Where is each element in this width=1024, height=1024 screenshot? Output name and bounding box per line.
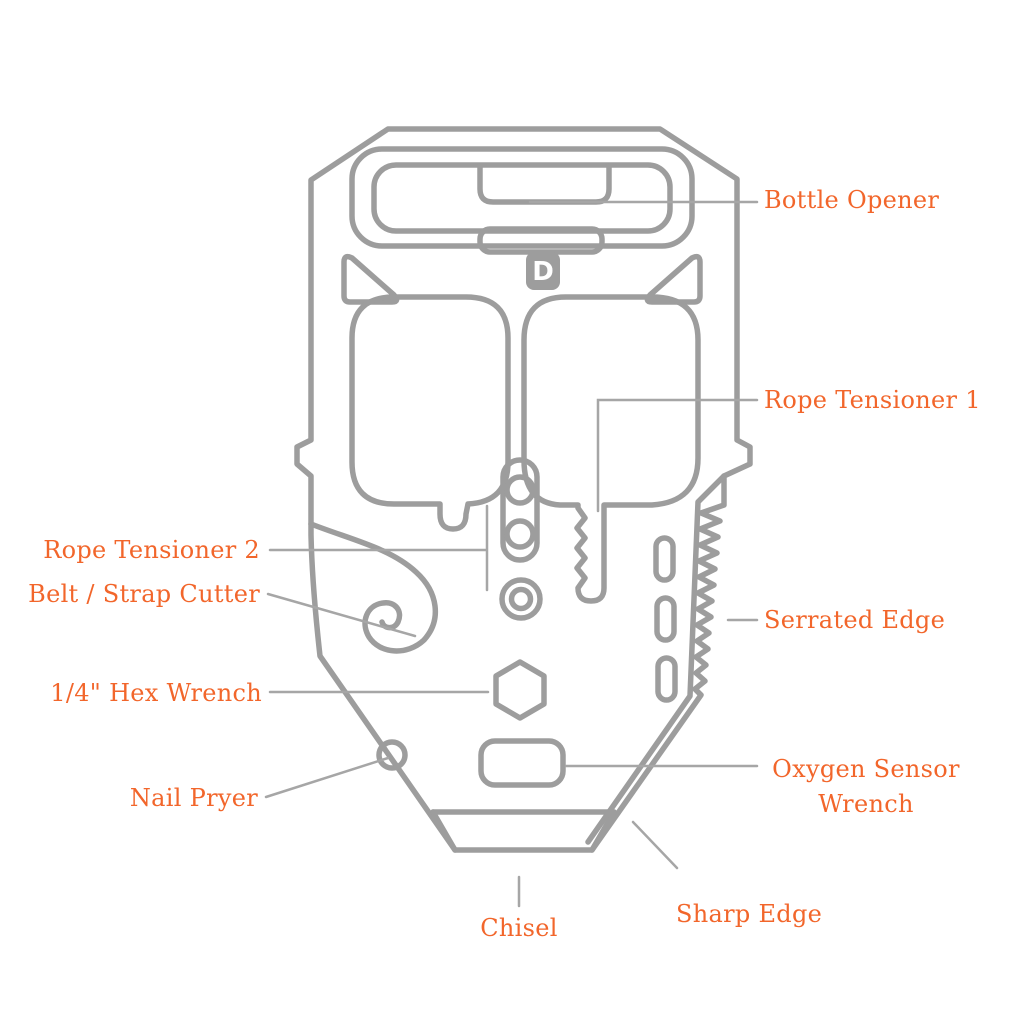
label-nail-pryer: Nail Pryer	[129, 784, 258, 812]
label-hex-wrench: 1/4" Hex Wrench	[50, 679, 262, 707]
leader-rope-tensioner-1	[596, 398, 759, 513]
label-sharp-edge: Sharp Edge	[676, 900, 823, 928]
sharp-edge-bevel-line	[585, 473, 727, 845]
leader-rope-tensioner-2	[268, 504, 489, 592]
chisel-bevel-right	[589, 809, 617, 853]
side-slot-1	[653, 535, 676, 583]
tool-body-outline	[294, 126, 753, 853]
hex-wrench-cutout	[493, 659, 547, 721]
side-slot-2	[654, 595, 677, 643]
label-rope-tensioner-2: Rope Tensioner 2	[43, 536, 260, 564]
bottle-opener-inner-wall	[371, 162, 673, 234]
oxygen-sensor-wrench-cutout	[478, 738, 566, 788]
tensioner-ring-inner	[508, 586, 534, 612]
chisel-bevel-left	[430, 809, 458, 853]
bottle-opener-lip	[477, 163, 612, 205]
bottle-opener-cutout	[349, 146, 695, 249]
left-triangle-cutout	[341, 253, 400, 305]
label-chisel: Chisel	[480, 914, 558, 942]
dango-logo-letter: D	[532, 257, 554, 287]
right-triangle-cutout	[644, 253, 703, 305]
nail-pryer-hole	[376, 739, 408, 771]
leader-nail-pryer	[264, 756, 390, 799]
label-belt-strap-cutter: Belt / Strap Cutter	[28, 580, 260, 608]
left-grip-cutout	[349, 294, 511, 532]
leader-belt-strap-cutter	[266, 592, 417, 638]
label-oxygen-sensor-wrench: Oxygen Sensor Wrench	[772, 755, 960, 818]
rope-tensioner-2-capsule	[500, 457, 540, 563]
label-rope-tensioner-1: Rope Tensioner 1	[764, 386, 981, 414]
dango-logo	[526, 252, 560, 290]
label-serrated-edge: Serrated Edge	[764, 606, 946, 634]
capsule-hole-bottom	[504, 518, 536, 550]
tensioner-ring-outer	[499, 577, 543, 621]
leader-sharp-edge	[631, 820, 679, 870]
capsule-hole-top	[504, 474, 536, 506]
side-slot-3	[655, 655, 678, 703]
label-bottle-opener: Bottle Opener	[764, 186, 940, 214]
belt-strap-cutter-hook	[308, 521, 439, 654]
